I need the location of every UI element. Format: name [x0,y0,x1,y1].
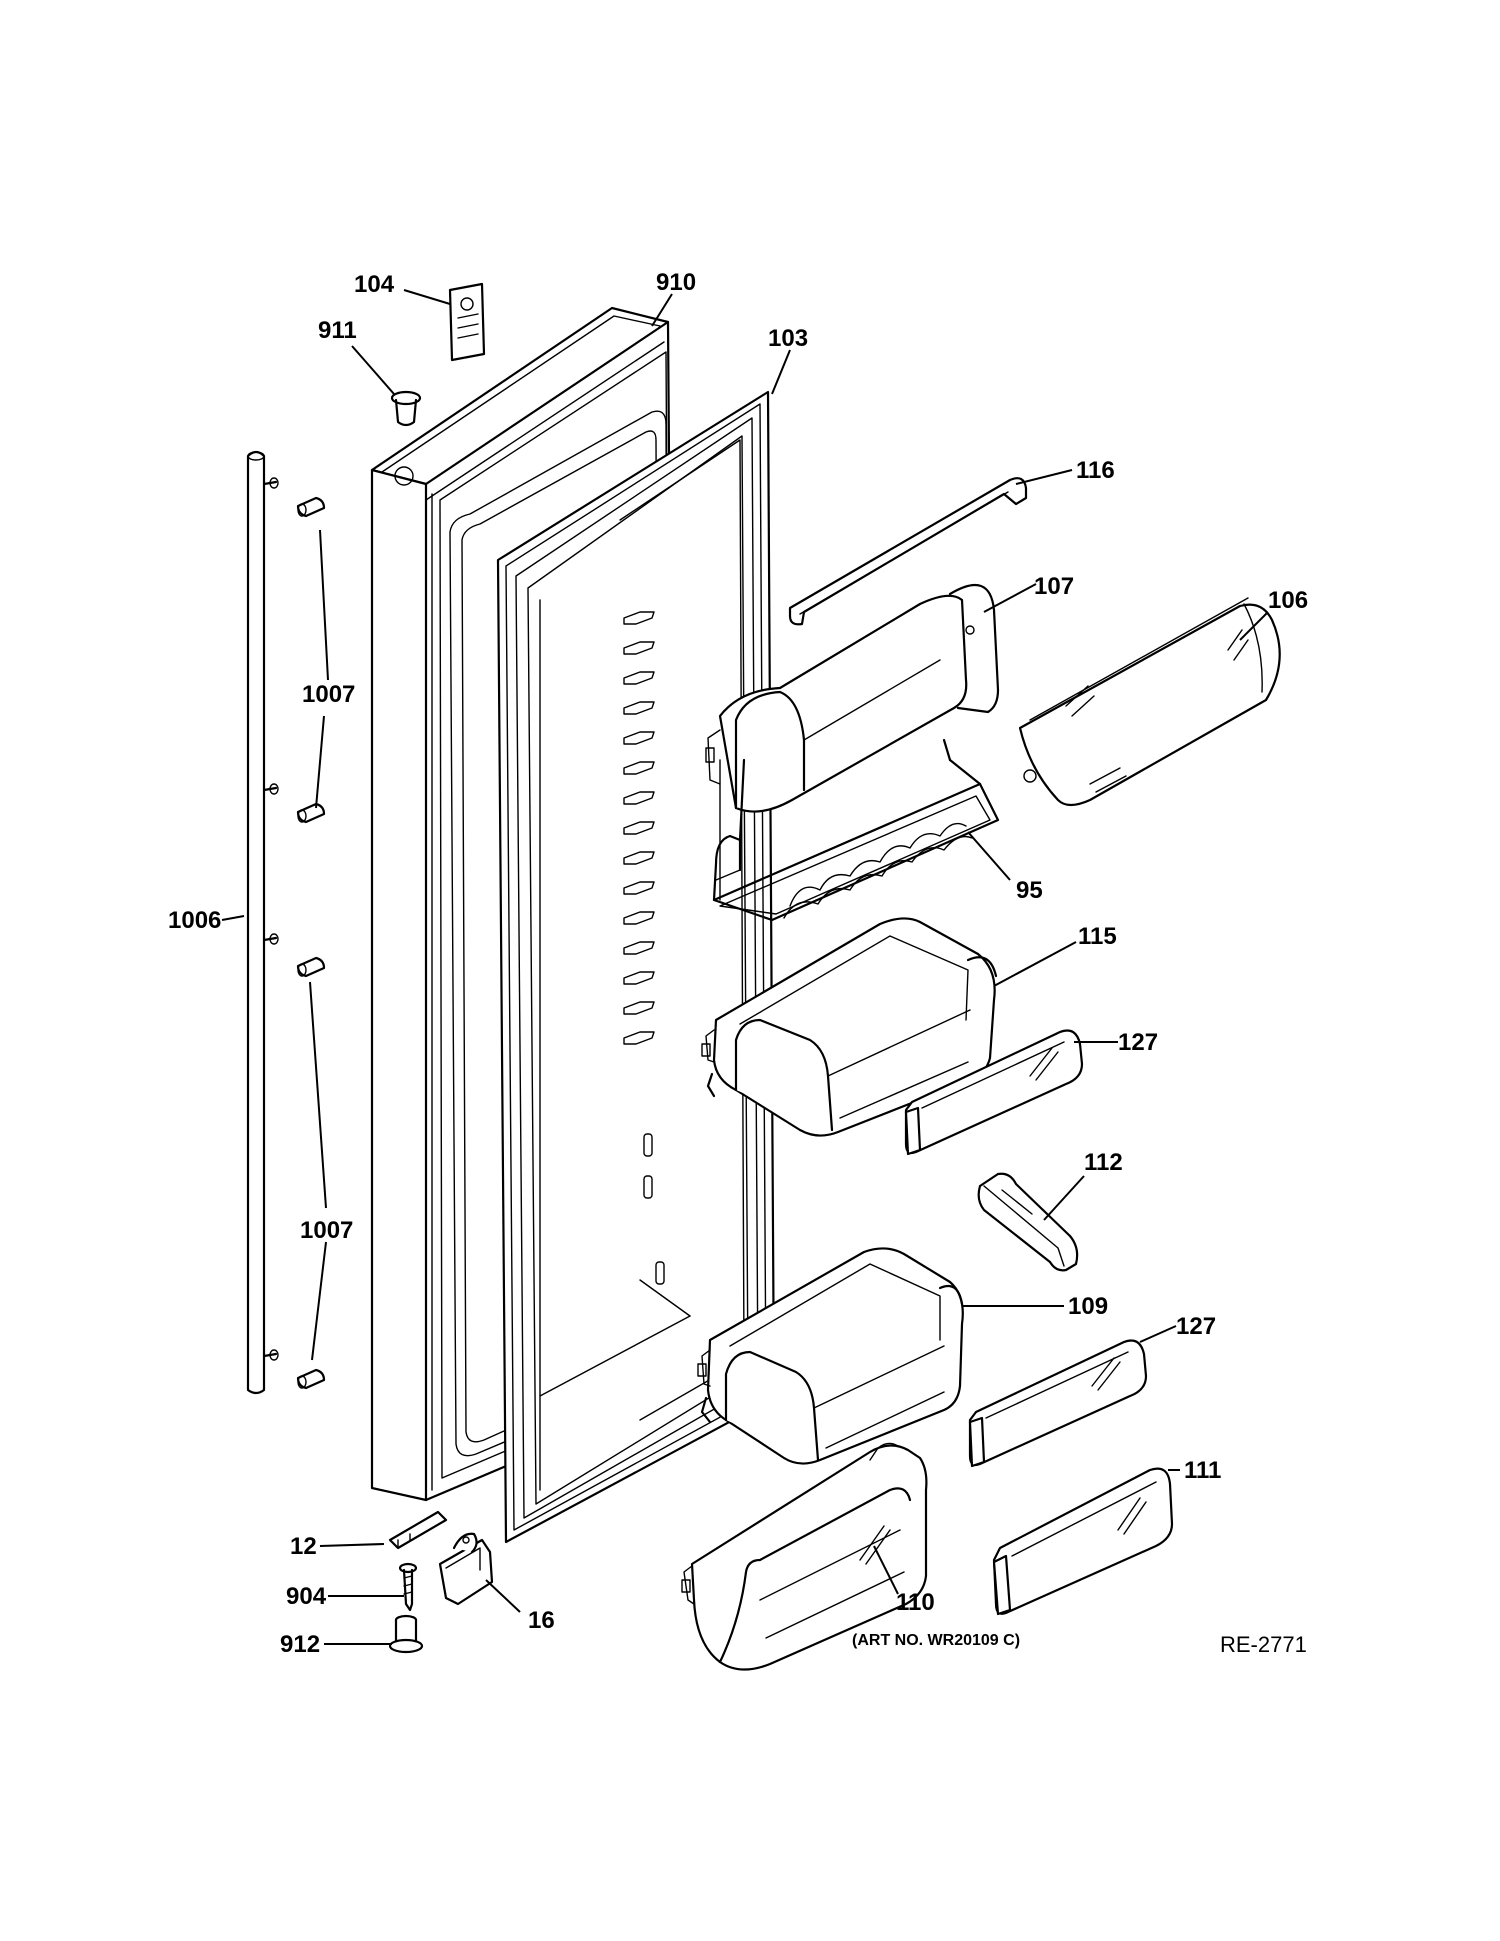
hinge-bracket [438,1532,494,1606]
dairy-door [1018,597,1281,807]
door-outer-shell [370,306,678,1502]
handle-caps [296,496,326,1390]
wire-can-rack [712,738,1000,922]
label-911: 911 [318,317,357,344]
liner-ribs [623,611,665,1285]
label-12: 12 [290,1533,317,1560]
label-1007-upper: 1007 [302,681,355,708]
door-bin-middle [697,1247,964,1465]
label-904: 904 [286,1583,327,1610]
bin-front-upper [904,1029,1084,1156]
label-112: 112 [1084,1149,1123,1176]
label-116: 116 [1076,457,1115,484]
label-104: 104 [354,271,395,298]
bin-end-cap [977,1172,1079,1272]
hinge-screw [398,1562,418,1612]
reference-code: RE-2771 [1220,1632,1307,1657]
label-1006: 1006 [168,907,221,934]
label-plate [448,282,486,362]
leader-lines [221,289,1269,1645]
label-16: 16 [528,1607,555,1634]
label-127-lower: 127 [1176,1313,1216,1340]
bin-front-lower [968,1339,1148,1468]
label-107: 107 [1034,573,1074,600]
art-number-note: (ART NO. WR20109 C) [852,1632,1020,1649]
door-bin-bottom [681,1442,928,1671]
door-handle-rod [246,450,279,1395]
bin-front-bottom [992,1467,1174,1616]
label-912: 912 [280,1631,320,1658]
label-103: 103 [768,325,808,352]
hinge-bushing-top [390,390,422,427]
label-1007-lower: 1007 [300,1217,353,1244]
label-111: 111 [1184,1457,1221,1484]
label-109: 109 [1068,1293,1108,1320]
bin-trim-bar [788,477,1028,626]
label-115: 115 [1078,923,1117,950]
label-95: 95 [1016,877,1043,904]
dairy-bin [705,584,1000,813]
label-106: 106 [1268,587,1308,614]
label-910: 910 [656,269,696,296]
part-labels: 104 910 911 103 116 107 106 1007 95 1006… [168,269,1308,1658]
label-127-upper: 127 [1118,1029,1158,1056]
hinge-shim [388,1510,448,1550]
hinge-bushing-bottom [388,1614,424,1654]
label-110: 110 [896,1589,935,1616]
